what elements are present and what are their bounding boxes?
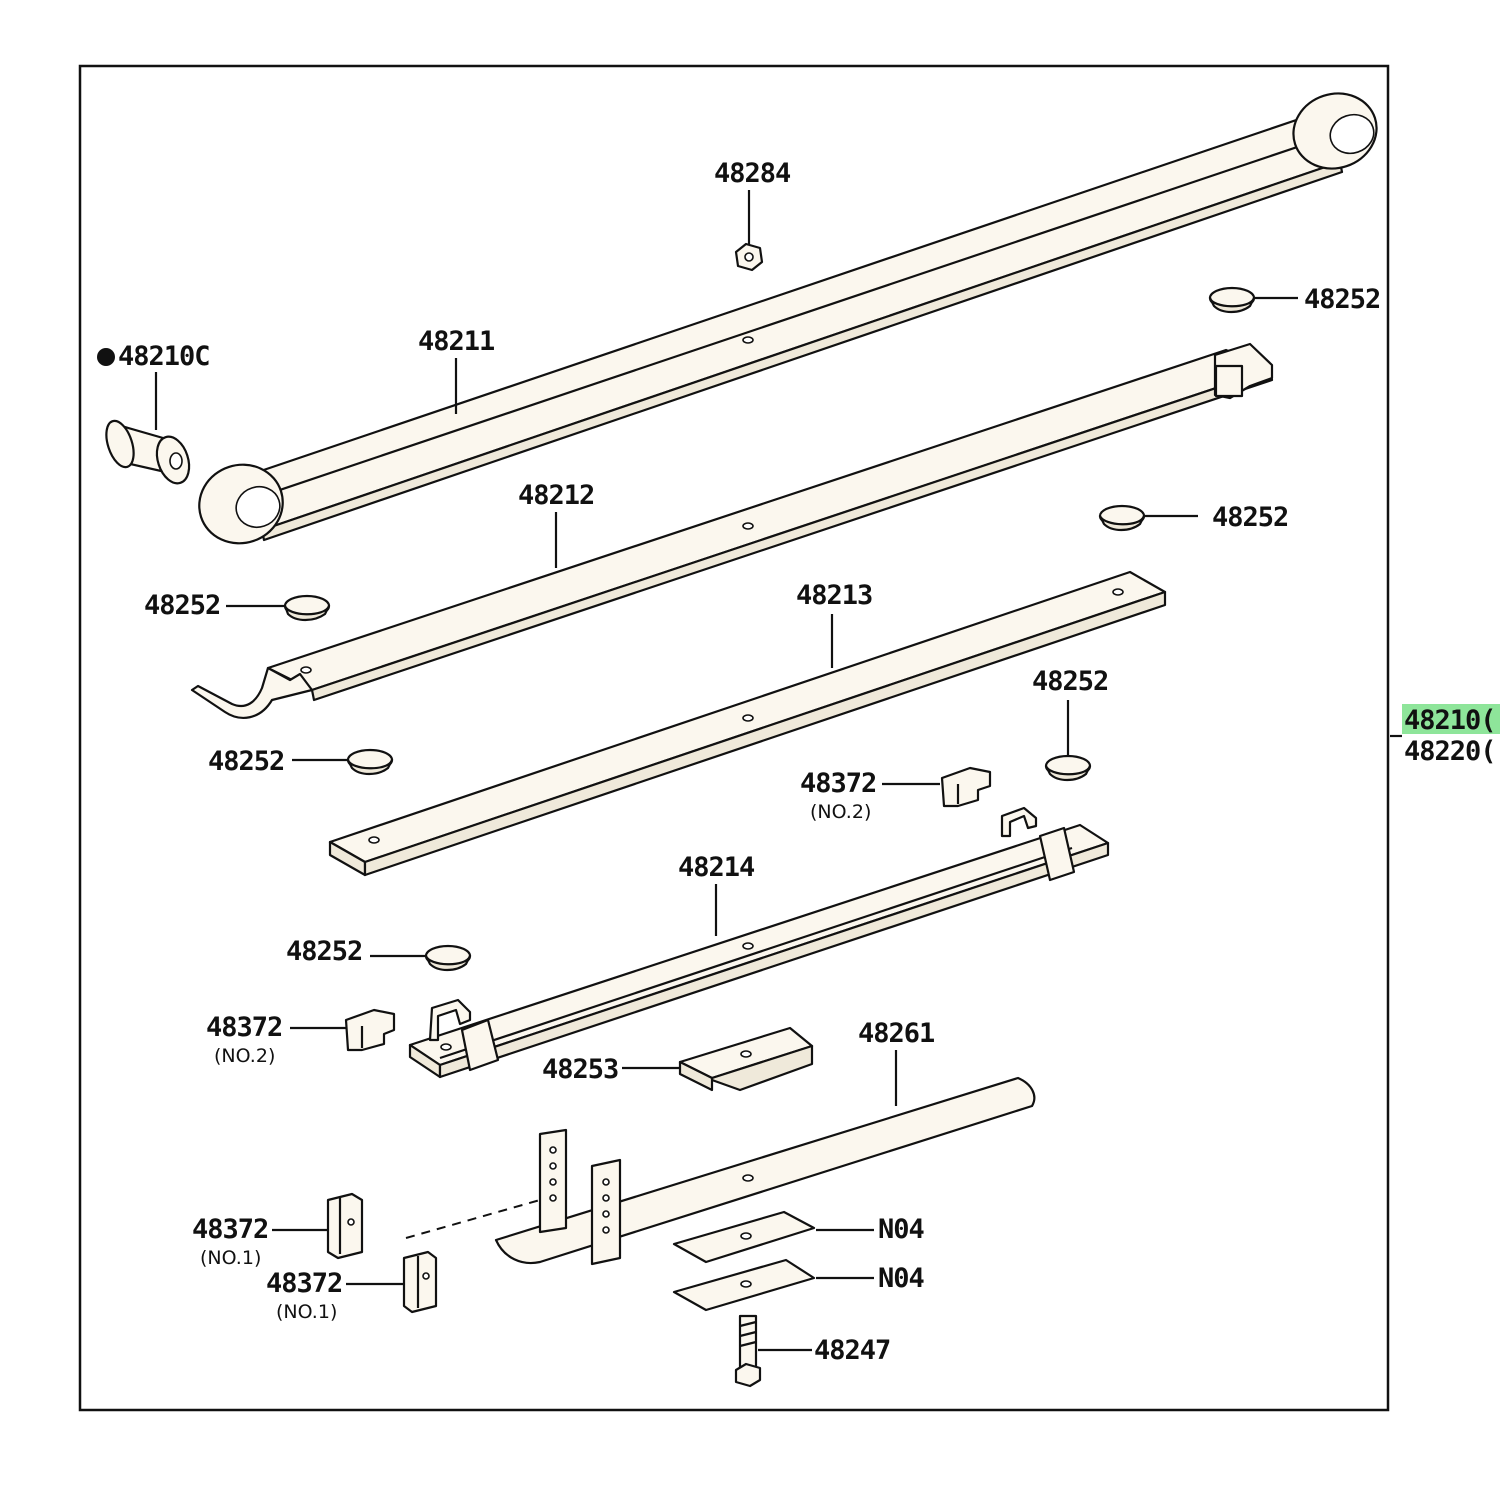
new-part-dot-icon bbox=[97, 348, 115, 366]
label-48210c: 48210C bbox=[118, 341, 210, 372]
spacer-48253[interactable] bbox=[678, 1026, 814, 1092]
label-n04-a: N04 bbox=[878, 1214, 925, 1245]
label-48252-c: 48252 bbox=[144, 590, 220, 621]
pad-n04-upper[interactable] bbox=[672, 1210, 816, 1264]
label-assembly-48210[interactable]: 48210( bbox=[1404, 705, 1497, 736]
silencer-48252-a[interactable] bbox=[1208, 286, 1256, 314]
label-48372-c-note: (NO.1) bbox=[200, 1247, 261, 1269]
diagram-frame bbox=[78, 64, 1390, 1412]
label-48261: 48261 bbox=[858, 1018, 934, 1049]
label-48372-b-note: (NO.2) bbox=[214, 1045, 275, 1067]
label-assembly-48220[interactable]: 48220( bbox=[1404, 736, 1497, 767]
label-48211: 48211 bbox=[418, 326, 494, 357]
label-48252-e: 48252 bbox=[208, 746, 284, 777]
silencer-48252-f[interactable] bbox=[424, 944, 472, 972]
label-n04-b: N04 bbox=[878, 1263, 925, 1294]
silencer-48252-e[interactable] bbox=[346, 748, 394, 776]
center-bolt-48247[interactable] bbox=[734, 1314, 762, 1388]
rebound-clip-48372-no1-left[interactable] bbox=[326, 1192, 364, 1260]
label-48372-a-note: (NO.2) bbox=[810, 801, 871, 823]
nut-48284[interactable] bbox=[734, 242, 764, 272]
third-leaf-48213[interactable] bbox=[328, 570, 1167, 877]
silencer-48252-d[interactable] bbox=[1044, 754, 1092, 782]
fourth-leaf-48214[interactable] bbox=[408, 806, 1110, 1079]
label-48252-d: 48252 bbox=[1032, 666, 1108, 697]
label-48372-d: 48372 bbox=[266, 1268, 342, 1299]
label-48372-a: 48372 bbox=[800, 768, 876, 799]
leader-lines bbox=[154, 190, 1402, 1352]
label-48372-c: 48372 bbox=[192, 1214, 268, 1245]
lower-leaf-48261[interactable] bbox=[494, 1076, 1036, 1266]
second-leaf-48212[interactable] bbox=[190, 342, 1274, 719]
rebound-clip-48372-no1-right[interactable] bbox=[402, 1250, 438, 1314]
label-48372-b: 48372 bbox=[206, 1012, 282, 1043]
silencer-48252-b[interactable] bbox=[1098, 504, 1146, 532]
label-48213: 48213 bbox=[796, 580, 872, 611]
label-48284: 48284 bbox=[714, 158, 791, 189]
label-48252-b: 48252 bbox=[1212, 502, 1288, 533]
rebound-clip-48372-no2-upper[interactable] bbox=[940, 766, 992, 808]
assembly-highlight bbox=[1402, 704, 1500, 734]
silencer-48252-c[interactable] bbox=[283, 594, 331, 622]
bushing-48210c[interactable] bbox=[101, 417, 195, 487]
main-leaf-48211[interactable] bbox=[189, 83, 1386, 554]
label-48372-d-note: (NO.1) bbox=[276, 1301, 337, 1323]
rebound-clip-48372-no2-lower[interactable] bbox=[344, 1008, 396, 1052]
pad-n04-lower[interactable] bbox=[672, 1258, 816, 1312]
label-48214: 48214 bbox=[678, 852, 755, 883]
label-48253: 48253 bbox=[542, 1054, 618, 1085]
label-48247: 48247 bbox=[814, 1335, 890, 1366]
label-48252-a: 48252 bbox=[1304, 284, 1380, 315]
label-48252-f: 48252 bbox=[286, 936, 362, 967]
label-48212: 48212 bbox=[518, 480, 594, 511]
